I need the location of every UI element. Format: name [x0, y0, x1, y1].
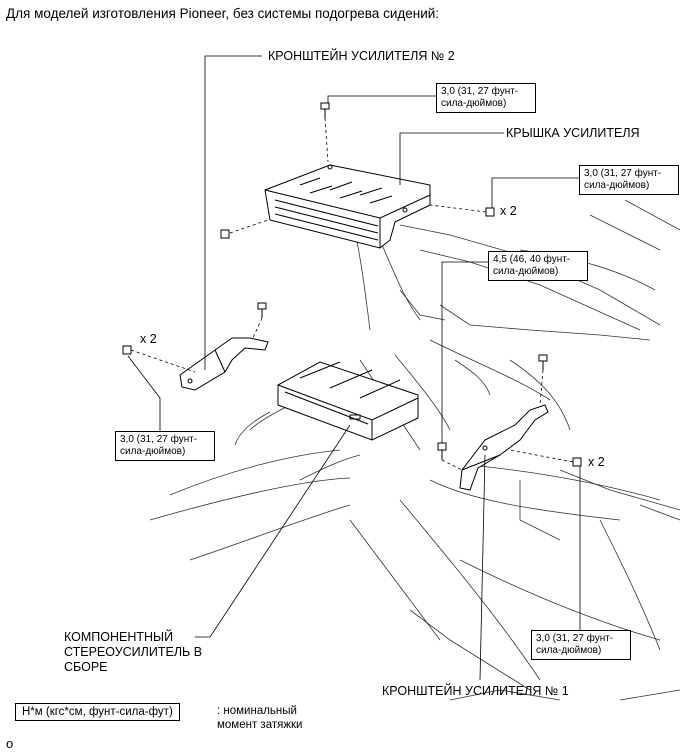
bolt-icons — [122, 102, 582, 467]
bolt-icon — [220, 229, 230, 239]
bolt-icon — [485, 207, 495, 217]
amplifier-bracket-no2 — [179, 337, 269, 391]
torque-spec-3: 4,5 (46, 40 фунт-сила-дюймов) — [488, 251, 588, 281]
amplifier-assembly — [277, 361, 419, 441]
label-amplifier-cover: КРЫШКА УСИЛИТЕЛЯ — [506, 126, 640, 140]
torque-spec-2: 3,0 (31, 27 фунт-сила-дюймов) — [579, 165, 679, 195]
quantity-label: x 2 — [140, 332, 157, 346]
quantity-label: x 2 — [588, 455, 605, 469]
bolt-icon — [257, 302, 267, 310]
bolt-icon — [538, 354, 548, 362]
torque-spec-1: 3,0 (31, 27 фунт-сила-дюймов) — [436, 83, 536, 113]
amplifier-cover — [264, 164, 431, 249]
footnote-mark: o — [6, 736, 14, 751]
label-bracket-no2: КРОНШТЕЙН УСИЛИТЕЛЯ № 2 — [268, 49, 455, 63]
assembly-lines — [130, 117, 574, 471]
torque-legend-description: : номинальный момент затяжки — [217, 705, 303, 731]
torque-spec-4: 3,0 (31, 27 фунт-сила-дюймов) — [115, 431, 215, 461]
page-heading: Для моделей изготовления Pioneer, без си… — [6, 6, 440, 21]
torque-units-legend: Н*м (кгс*см, фунт-сила-фут) — [15, 703, 180, 721]
label-bracket-no1: КРОНШТЕЙН УСИЛИТЕЛЯ № 1 — [382, 684, 569, 698]
quantity-label: x 2 — [500, 204, 517, 218]
leader-lines — [127, 55, 581, 681]
dashboard-outline — [149, 199, 681, 701]
bolt-icon — [437, 442, 447, 451]
bolt-icon — [320, 102, 330, 110]
bolt-icon — [572, 457, 582, 467]
label-amplifier-assembly: КОМПОНЕНТНЫЙ СТЕРЕОУСИЛИТЕЛЬ В СБОРЕ — [64, 630, 203, 674]
torque-spec-5: 3,0 (31, 27 фунт-сила-дюймов) — [531, 630, 631, 660]
amplifier-bracket-no1 — [459, 404, 549, 491]
bolt-icon — [122, 345, 132, 355]
